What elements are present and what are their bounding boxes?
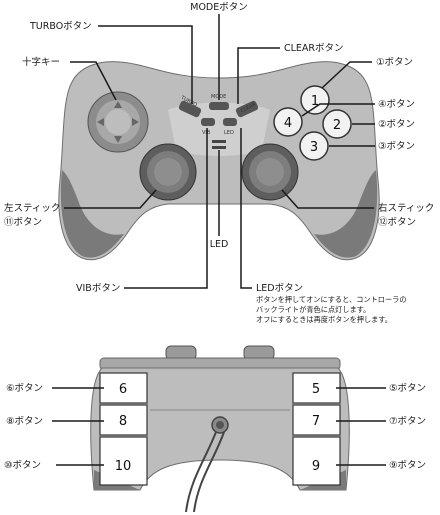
- label-button-8: ⑧ボタン: [6, 416, 43, 427]
- back-button-10-label: 10: [115, 459, 132, 474]
- led-mark: LED: [224, 130, 234, 136]
- led-description-line-2: バックライトが青色に点灯します。: [256, 305, 370, 314]
- back-button-10[interactable]: 10: [99, 436, 148, 486]
- led-description-line-3: オフにするときは再度ボタンを押します。: [256, 315, 392, 324]
- back-button-8-label: 8: [119, 414, 127, 429]
- led-indicator: [212, 140, 226, 149]
- led-description-line-1: ボタンを押してオンにすると、コントローラの: [256, 295, 407, 304]
- label-button-7: ⑦ボタン: [389, 416, 426, 427]
- label-led-button: LEDボタン: [256, 283, 303, 294]
- label-right-stick: 右スティック: [378, 202, 434, 214]
- face-button-1[interactable]: 1: [300, 85, 330, 115]
- label-button-1: ①ボタン: [376, 57, 413, 68]
- bottom-leader-lines: [52, 387, 386, 466]
- face-button-2-label: 2: [333, 118, 341, 133]
- back-button-9-label: 9: [312, 459, 320, 474]
- label-button-9: ⑨ボタン: [389, 460, 426, 471]
- label-vib: VIBボタン: [76, 283, 120, 294]
- label-button-12: ⑫ボタン: [378, 217, 416, 228]
- dpad-right-icon: [132, 118, 139, 126]
- back-button-8[interactable]: 8: [99, 404, 148, 436]
- top-labels: TURBOボタン MODEボタン CLEARボタン 十字キー ①ボタン ④ボタン…: [4, 2, 434, 324]
- back-button-7[interactable]: 7: [292, 404, 341, 436]
- back-button-9[interactable]: 9: [292, 436, 341, 486]
- top-leader-lines: [64, 14, 375, 289]
- label-button-5: ⑤ボタン: [389, 383, 426, 394]
- label-dpad: 十字キー: [22, 56, 60, 68]
- face-button-3[interactable]: 3: [299, 131, 329, 161]
- led-button[interactable]: LED: [223, 118, 237, 136]
- face-button-1-label: 1: [311, 94, 319, 109]
- label-left-stick: 左スティック: [4, 202, 60, 214]
- label-mode: MODEボタン: [190, 2, 248, 13]
- face-button-3-label: 3: [310, 140, 318, 155]
- dpad-down-icon: [114, 136, 122, 143]
- controller-back-view: 6 8 10 5 7 9: [90, 345, 350, 513]
- label-button-4: ④ボタン: [378, 99, 415, 110]
- label-turbo: TURBOボタン: [29, 21, 92, 32]
- back-button-6-label: 6: [119, 382, 127, 397]
- label-clear: CLEARボタン: [284, 43, 344, 54]
- right-stick[interactable]: [241, 143, 299, 201]
- label-led: LED: [210, 239, 229, 250]
- label-button-11: ⑪ボタン: [4, 217, 42, 228]
- left-grip: [60, 170, 124, 258]
- face-button-4-label: 4: [284, 116, 292, 131]
- face-button-4[interactable]: 4: [273, 107, 303, 137]
- right-grip: [314, 170, 378, 258]
- label-button-2: ②ボタン: [378, 119, 415, 130]
- face-button-2[interactable]: 2: [322, 109, 352, 139]
- label-button-6: ⑥ボタン: [6, 383, 43, 394]
- back-button-5[interactable]: 5: [292, 372, 341, 404]
- label-button-3: ③ボタン: [378, 141, 415, 152]
- back-button-7-label: 7: [312, 414, 320, 429]
- dpad-left-icon: [97, 118, 104, 126]
- dpad[interactable]: [87, 91, 149, 153]
- back-button-6[interactable]: 6: [99, 372, 148, 404]
- label-button-10: ⑩ボタン: [4, 460, 41, 471]
- dpad-up-icon: [114, 101, 122, 108]
- back-button-5-label: 5: [312, 382, 320, 397]
- left-stick[interactable]: [139, 143, 197, 201]
- bottom-labels: ⑥ボタン ⑧ボタン ⑩ボタン ⑤ボタン ⑦ボタン ⑨ボタン: [4, 383, 426, 471]
